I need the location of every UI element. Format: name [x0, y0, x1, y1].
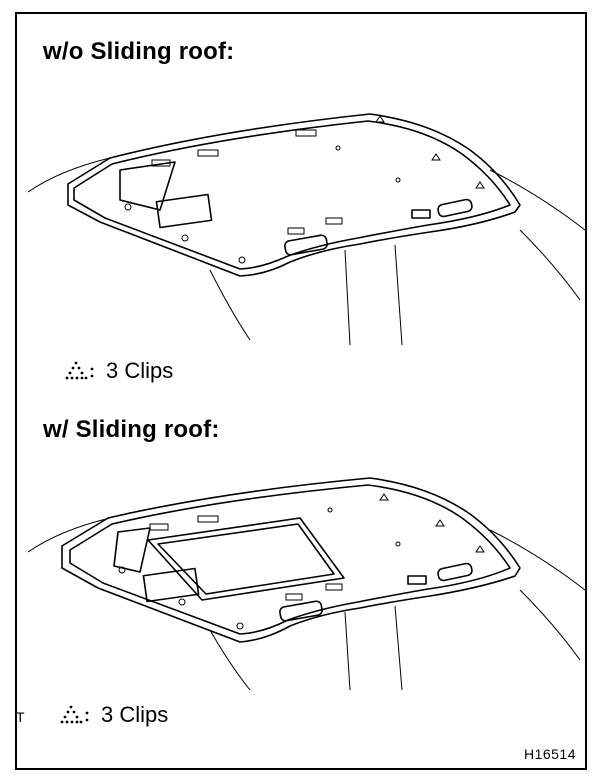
page-marker: T [16, 709, 25, 725]
clip-legend-with-sliding-roof: 3 Clips [57, 702, 168, 728]
clip-triangle-icon [65, 361, 94, 380]
heading-without-sliding-roof: w/o Sliding roof: [43, 38, 235, 65]
heading-with-sliding-roof: w/ Sliding roof: [43, 416, 220, 443]
clip-triangle-icon [60, 705, 89, 724]
clip-count-label: 3 Clips [106, 358, 174, 383]
figure-frame [15, 12, 587, 770]
clip-legend-without-sliding-roof: 3 Clips [62, 358, 173, 384]
clip-count-label: 3 Clips [101, 702, 169, 727]
figure-id: H16514 [523, 746, 576, 762]
